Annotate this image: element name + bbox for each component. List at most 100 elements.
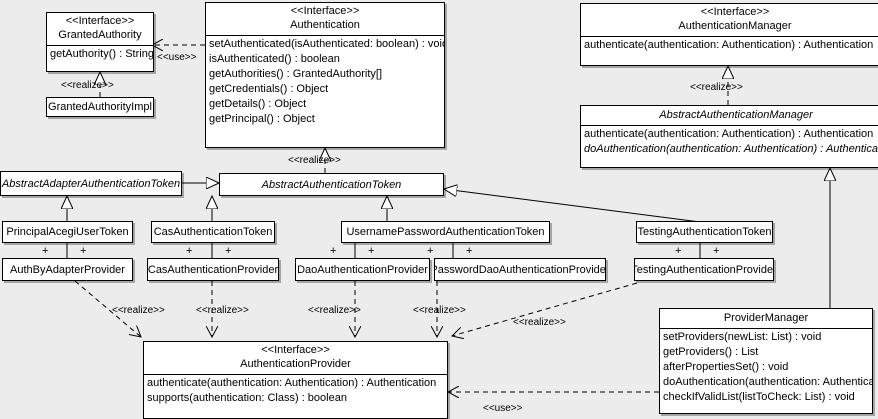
- class-header: UsernamePasswordAuthenticationToken: [342, 222, 549, 242]
- class-name: AbstractAuthenticationManager: [659, 109, 813, 121]
- operation: supports(authentication: Class) : boolea…: [147, 392, 347, 404]
- class-name: TestingAuthenticationToken: [637, 226, 772, 238]
- class-operations: authenticate(authentication: Authenticat…: [581, 125, 878, 158]
- multiplicity-marker: +: [368, 245, 375, 257]
- label-realize-testing-authentication-provider: <<realize>>: [513, 317, 566, 328]
- class-testing-authentication-token[interactable]: TestingAuthenticationToken: [636, 221, 773, 243]
- class-name: AbstractAdapterAuthenticationToken: [1, 177, 181, 190]
- class-name: DaoAuthenticationProvider: [297, 263, 428, 276]
- operation: doAuthentication(authentication: Authent…: [663, 376, 872, 388]
- class-name: CasAuthenticationToken: [153, 226, 273, 238]
- class-header: AbstractAuthenticationManager: [581, 106, 878, 125]
- class-name: Authentication: [290, 19, 360, 31]
- multiplicity-marker: +: [330, 245, 337, 257]
- class-cas-authentication-token[interactable]: CasAuthenticationToken: [151, 221, 275, 243]
- class-principal-acegi-user-token[interactable]: PrincipalAcegiUserToken: [2, 221, 133, 243]
- label-realize-granted-authority-impl: <<realize>>: [61, 80, 114, 91]
- label-realize-auth-by-adapter-provider: <<realize>>: [112, 305, 165, 316]
- operation: getProviders() : List: [663, 346, 759, 358]
- class-name: UsernamePasswordAuthenticationToken: [346, 226, 545, 238]
- class-name: GrantedAuthority: [58, 29, 142, 41]
- class-abstract-authentication-manager[interactable]: AbstractAuthenticationManager authentica…: [580, 105, 878, 168]
- class-header: AbstractAuthenticationToken: [220, 174, 443, 195]
- class-header: ProviderManager: [660, 309, 872, 328]
- multiplicity-marker: +: [675, 245, 682, 257]
- label-realize-cas-authentication-provider: <<realize>>: [196, 305, 249, 316]
- label-use-provider-manager-authentication-provider: <<use>>: [483, 403, 523, 414]
- class-header: PasswordDaoAuthenticationProvider: [435, 259, 605, 280]
- operation: isAuthenticated() : boolean: [209, 53, 340, 65]
- line-realize-testing-authentication-provider: [452, 282, 638, 336]
- class-abstract-adapter-authentication-token[interactable]: AbstractAdapterAuthenticationToken: [0, 171, 182, 196]
- class-abstract-authentication-token[interactable]: AbstractAuthenticationToken: [219, 173, 444, 196]
- class-username-password-authentication-token[interactable]: UsernamePasswordAuthenticationToken: [341, 221, 550, 243]
- operation: getAuthorities() : GrantedAuthority[]: [209, 68, 383, 80]
- operation: setAuthenticated(isAuthenticated: boolea…: [209, 38, 445, 50]
- class-operations: getAuthority() : String: [47, 45, 153, 63]
- class-auth-by-adapter-provider[interactable]: AuthByAdapterProvider: [2, 258, 133, 281]
- class-header: CasAuthenticationToken: [152, 222, 274, 242]
- label-realize-password-dao-authentication-provider: <<realize>>: [413, 305, 466, 316]
- operation: getPrincipal() : Object: [209, 113, 315, 125]
- class-header: AuthByAdapterProvider: [3, 259, 132, 280]
- class-header: TestingAuthenticationToken: [637, 222, 772, 242]
- operation: getDetails() : Object: [209, 98, 307, 110]
- class-header: <<Interface>> GrantedAuthority: [47, 13, 153, 45]
- class-header: GrantedAuthorityImpl: [47, 98, 153, 116]
- operation: getAuthority() : String: [50, 48, 154, 60]
- class-authentication[interactable]: <<Interface>> Authentication setAuthenti…: [205, 2, 445, 148]
- operation: authenticate(authentication: Authenticat…: [147, 377, 437, 389]
- operation: authenticate(authentication: Authenticat…: [584, 39, 874, 51]
- class-testing-authentication-provider[interactable]: TestingAuthenticationProvider: [634, 258, 774, 281]
- class-name: PasswordDaoAuthenticationProvider: [434, 263, 606, 276]
- class-stereotype: <<Interface>>: [700, 6, 770, 18]
- operation: doAuthentication(authentication: Authent…: [584, 143, 878, 155]
- operation: getCredentials() : Object: [209, 83, 329, 95]
- multiplicity-marker: +: [186, 245, 193, 257]
- class-granted-authority[interactable]: <<Interface>> GrantedAuthority getAuthor…: [46, 12, 154, 72]
- label-realize-abstract-authentication-manager: <<realize>>: [690, 82, 743, 93]
- label-realize-abstract-authentication-token: <<realize>>: [288, 155, 341, 166]
- class-granted-authority-impl[interactable]: GrantedAuthorityImpl: [46, 97, 154, 117]
- class-name: AuthByAdapterProvider: [10, 263, 125, 276]
- class-password-dao-authentication-provider[interactable]: PasswordDaoAuthenticationProvider: [434, 258, 606, 281]
- multiplicity-marker: +: [427, 245, 434, 257]
- class-header: CasAuthenticationProvider: [148, 259, 278, 280]
- class-name: ProviderManager: [723, 312, 809, 324]
- class-header: <<Interface>> Authentication: [206, 3, 444, 35]
- class-stereotype: <<Interface>>: [290, 5, 360, 17]
- label-realize-dao-authentication-provider: <<realize>>: [308, 305, 361, 316]
- class-provider-manager[interactable]: ProviderManager setProviders(newList: Li…: [659, 308, 873, 414]
- operation: setProviders(newList: List) : void: [663, 331, 822, 343]
- class-operations: setAuthenticated(isAuthenticated: boolea…: [206, 35, 444, 128]
- class-header: PrincipalAcegiUserToken: [3, 222, 132, 242]
- multiplicity-marker: +: [713, 245, 720, 257]
- multiplicity-marker: +: [225, 245, 232, 257]
- class-name: AuthenticationProvider: [240, 358, 351, 370]
- operation: checkIfValidList(listToCheck: List) : vo…: [663, 391, 855, 403]
- multiplicity-marker: +: [42, 245, 49, 257]
- class-name: CasAuthenticationProvider: [147, 263, 279, 276]
- multiplicity-marker: +: [466, 245, 473, 257]
- multiplicity-marker: +: [80, 245, 87, 257]
- class-name: AbstractAuthenticationToken: [261, 178, 402, 191]
- class-header: DaoAuthenticationProvider: [296, 259, 429, 280]
- class-header: AbstractAdapterAuthenticationToken: [1, 172, 181, 195]
- class-operations: authenticate(authentication: Authenticat…: [144, 374, 447, 407]
- class-header: TestingAuthenticationProvider: [635, 259, 773, 280]
- line-generalize-testing-authentication-token: [444, 189, 701, 223]
- class-authentication-provider[interactable]: <<Interface>> AuthenticationProvider aut…: [143, 341, 448, 419]
- class-dao-authentication-provider[interactable]: DaoAuthenticationProvider: [295, 258, 430, 281]
- class-operations: authenticate(authentication: Authenticat…: [581, 36, 878, 54]
- class-stereotype: <<Interface>>: [261, 344, 330, 356]
- class-cas-authentication-provider[interactable]: CasAuthenticationProvider: [147, 258, 279, 281]
- class-header: <<Interface>> AuthenticationProvider: [144, 342, 447, 374]
- class-name: PrincipalAcegiUserToken: [6, 226, 129, 238]
- class-operations: setProviders(newList: List) : void getPr…: [660, 328, 872, 406]
- operation: afterPropertiesSet() : void: [663, 361, 789, 373]
- class-name: TestingAuthenticationProvider: [634, 263, 774, 276]
- label-use-authentication-granted-authority: <<use>>: [157, 52, 197, 63]
- class-authentication-manager[interactable]: <<Interface>> AuthenticationManager auth…: [580, 3, 878, 66]
- class-header: <<Interface>> AuthenticationManager: [581, 4, 878, 36]
